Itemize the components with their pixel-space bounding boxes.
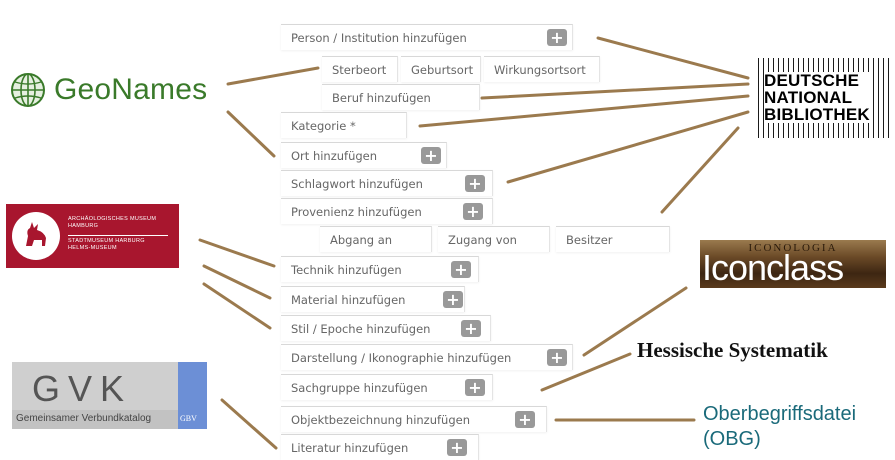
connector-museum-technik — [198, 238, 276, 268]
museum-logo: ARCHÄOLOGISCHES MUSEUM HAMBURG STADTMUSE… — [6, 204, 179, 268]
museum-name-line3: STADTMUSEUM HARBURG — [68, 238, 145, 244]
field-label: Schlagwort hinzufügen — [291, 176, 423, 191]
gvk-badge-panel — [178, 362, 207, 429]
gvk-subtitle-bar — [12, 410, 178, 429]
field-label: Material hinzufügen — [291, 292, 406, 307]
plus-icon[interactable]: + — [547, 349, 567, 366]
objektbezeichnung-field[interactable]: Objektbezeichnung hinzufügen + — [281, 406, 547, 432]
dnb-line2: NATIONAL — [764, 89, 872, 106]
field-label: Sterbeort — [332, 62, 387, 77]
field-label: Technik hinzufügen — [291, 262, 402, 277]
field-label: Zugang von — [448, 232, 517, 247]
zugang-field[interactable]: Zugang von — [438, 226, 550, 252]
connector-geonames-sterbeort — [226, 66, 320, 86]
field-label: Literatur hinzufügen — [291, 440, 409, 455]
field-label: Person / Institution hinzufügen — [291, 30, 467, 45]
geburtsort-field[interactable]: Geburtsort — [401, 56, 481, 82]
dnb-logo: DEUTSCHE NATIONAL BIBLIOTHEK — [758, 58, 890, 138]
connector-gvk-literatur — [220, 398, 278, 450]
museum-divider — [68, 235, 168, 236]
plus-icon[interactable]: + — [451, 261, 471, 278]
field-label: Ort hinzufügen — [291, 148, 378, 163]
field-label: Wirkungsortsort — [494, 62, 586, 77]
connector-dnb-beruf — [480, 82, 750, 100]
field-label: Besitzer — [566, 232, 613, 247]
sterbeort-field[interactable]: Sterbeort — [322, 56, 398, 82]
plus-icon[interactable]: + — [443, 291, 463, 308]
field-label: Provenienz hinzufügen — [291, 204, 422, 219]
field-label: Darstellung / Ikonographie hinzufügen — [291, 350, 512, 365]
obg-label: Oberbegriffsdatei (OBG) — [703, 402, 856, 452]
connector-geonames-ort — [226, 110, 276, 158]
plus-icon[interactable]: + — [465, 175, 485, 192]
plus-icon[interactable]: + — [465, 379, 485, 396]
globe-icon — [11, 73, 45, 107]
field-label: Abgang an — [330, 232, 393, 247]
technik-field[interactable]: Technik hinzufügen + — [281, 256, 479, 282]
museum-name-line2: HAMBURG — [68, 223, 99, 229]
deer-emblem-icon — [12, 212, 60, 260]
darstellung-field[interactable]: Darstellung / Ikonographie hinzufügen + — [281, 344, 573, 370]
geonames-label: GeoNames — [54, 73, 208, 106]
field-label: Sachgruppe hinzufügen — [291, 380, 428, 395]
field-label: Stil / Epoche hinzufügen — [291, 321, 431, 336]
iconclass-label: Iconclass — [702, 247, 844, 288]
material-field[interactable]: Material hinzufügen + — [281, 286, 465, 312]
beruf-field[interactable]: Beruf hinzufügen — [322, 84, 480, 110]
wirkungsortsort-field[interactable]: Wirkungsortsort — [484, 56, 600, 82]
sachgruppe-field[interactable]: Sachgruppe hinzufügen + — [281, 374, 493, 400]
besitzer-field[interactable]: Besitzer — [556, 226, 670, 252]
connector-hessische-sachgruppe — [540, 352, 632, 392]
schlagwort-field[interactable]: Schlagwort hinzufügen + — [281, 170, 493, 196]
connector-dnb-kategorie — [418, 94, 750, 128]
obg-line1: Oberbegriffsdatei — [703, 403, 857, 425]
kategorie-field[interactable]: Kategorie * — [281, 112, 407, 138]
person-institution-field[interactable]: Person / Institution hinzufügen + — [281, 24, 573, 50]
iconclass-logo: ICONOLOGIA Iconclass — [700, 240, 886, 288]
gvk-title: GVK — [32, 368, 133, 409]
ort-field[interactable]: Ort hinzufügen + — [281, 142, 447, 168]
connector-museum-material — [202, 264, 272, 300]
connector-museum-stil — [202, 282, 272, 330]
geonames-logo: GeoNames — [10, 72, 207, 108]
abgang-field[interactable]: Abgang an — [320, 226, 432, 252]
plus-icon[interactable]: + — [461, 320, 481, 337]
gvk-badge: GBV — [180, 414, 197, 423]
dnb-line3: BIBLIOTHEK — [764, 105, 872, 124]
plus-icon[interactable]: + — [463, 203, 483, 220]
hessische-systematik-label: Hessische Systematik — [637, 338, 828, 362]
plus-icon[interactable]: + — [421, 147, 441, 164]
literatur-field[interactable]: Literatur hinzufügen + — [281, 434, 479, 460]
connector-dnb-schlagwort — [506, 110, 750, 184]
gvk-subtitle: Gemeinsamer Verbundkatalog — [16, 413, 152, 424]
museum-name-line4: HELMS-MUSEUM — [68, 245, 117, 251]
stil-epoche-field[interactable]: Stil / Epoche hinzufügen + — [281, 315, 491, 341]
field-label: Beruf hinzufügen — [332, 90, 431, 105]
provenienz-field[interactable]: Provenienz hinzufügen + — [281, 198, 493, 224]
field-label: Geburtsort — [411, 62, 474, 77]
plus-icon[interactable]: + — [547, 29, 567, 46]
connector-dnb-person — [596, 36, 750, 80]
dnb-line1: DEUTSCHE — [764, 72, 872, 89]
gvk-logo: GVK Gemeinsamer Verbundkatalog GBV — [12, 362, 207, 429]
field-label: Kategorie * — [291, 118, 356, 133]
plus-icon[interactable]: + — [447, 439, 467, 456]
obg-line2: (OBG) — [703, 428, 761, 450]
plus-icon[interactable]: + — [515, 411, 535, 428]
connector-iconclass-darstellung — [582, 286, 688, 357]
connector-dnb-besitzer — [660, 126, 740, 214]
museum-name-line1: ARCHÄOLOGISCHES MUSEUM — [68, 216, 157, 222]
field-label: Objektbezeichnung hinzufügen — [291, 412, 471, 427]
iconclass-banner: ICONOLOGIA — [748, 242, 838, 254]
